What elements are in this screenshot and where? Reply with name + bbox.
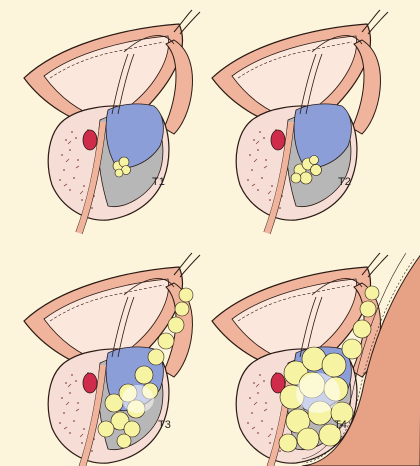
panel-t4-drawing xyxy=(212,253,420,466)
panel-label-t1: T1 xyxy=(152,176,165,188)
panel-t3-drawing xyxy=(24,253,200,466)
panel-label-t2: T2 xyxy=(338,176,351,188)
panel-label-t3: T3 xyxy=(158,419,171,431)
panel-t1-drawing xyxy=(24,10,200,234)
panel-label-t4: T4 xyxy=(334,419,347,431)
panel-t2-drawing xyxy=(212,10,388,234)
